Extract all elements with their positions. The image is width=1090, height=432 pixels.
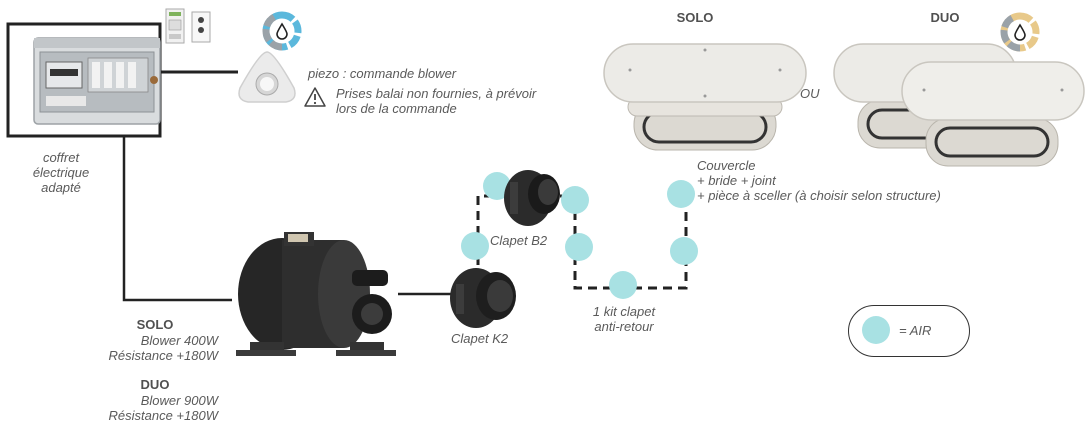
air-dot: [461, 232, 489, 260]
water-drop-icon: [262, 11, 302, 51]
air-dot: [667, 180, 695, 208]
solo-cover-title: SOLO: [676, 10, 714, 25]
blower-duo-specs: Blower 900W Résistance +180W: [108, 393, 218, 423]
duo-cover-title: DUO: [930, 10, 960, 25]
cover-description: Couvercle + bride + joint + pièce à scel…: [697, 158, 941, 203]
electrical-panel: [32, 36, 164, 126]
blower-unit: [232, 226, 402, 364]
air-dot: [670, 237, 698, 265]
duo-cover-front: [898, 56, 1088, 174]
air-legend: = AIR: [848, 305, 970, 357]
blower-solo-title: SOLO: [136, 317, 174, 332]
blower-duo-title: DUO: [140, 377, 170, 392]
solo-cover: [600, 38, 810, 158]
panel-label: coffret électrique adapté: [32, 150, 90, 195]
air-legend-swatch: [862, 316, 890, 344]
clapet-k2-valve: [446, 262, 522, 334]
control-module: [165, 8, 185, 44]
warning-text: Prises balai non fournies, à prévoir lor…: [336, 86, 537, 116]
water-drop-icon: [1000, 12, 1040, 52]
clapet-b2-label: Clapet B2: [490, 233, 548, 248]
clapet-b2-valve: [500, 162, 564, 230]
air-dot: [561, 186, 589, 214]
check-valve-kit-label: 1 kit clapet anti-retour: [592, 304, 656, 334]
air-dot: [565, 233, 593, 261]
or-label: OU: [800, 86, 820, 101]
blower-solo-specs: Blower 400W Résistance +180W: [108, 333, 218, 363]
piezo-command-label: piezo : commande blower: [308, 66, 457, 81]
air-dot: [609, 271, 637, 299]
warning-icon: [303, 86, 327, 108]
piezo-button: [234, 48, 300, 106]
switch-module: [191, 11, 211, 43]
clapet-k2-label: Clapet K2: [451, 331, 509, 346]
air-legend-label: = AIR: [899, 323, 932, 338]
